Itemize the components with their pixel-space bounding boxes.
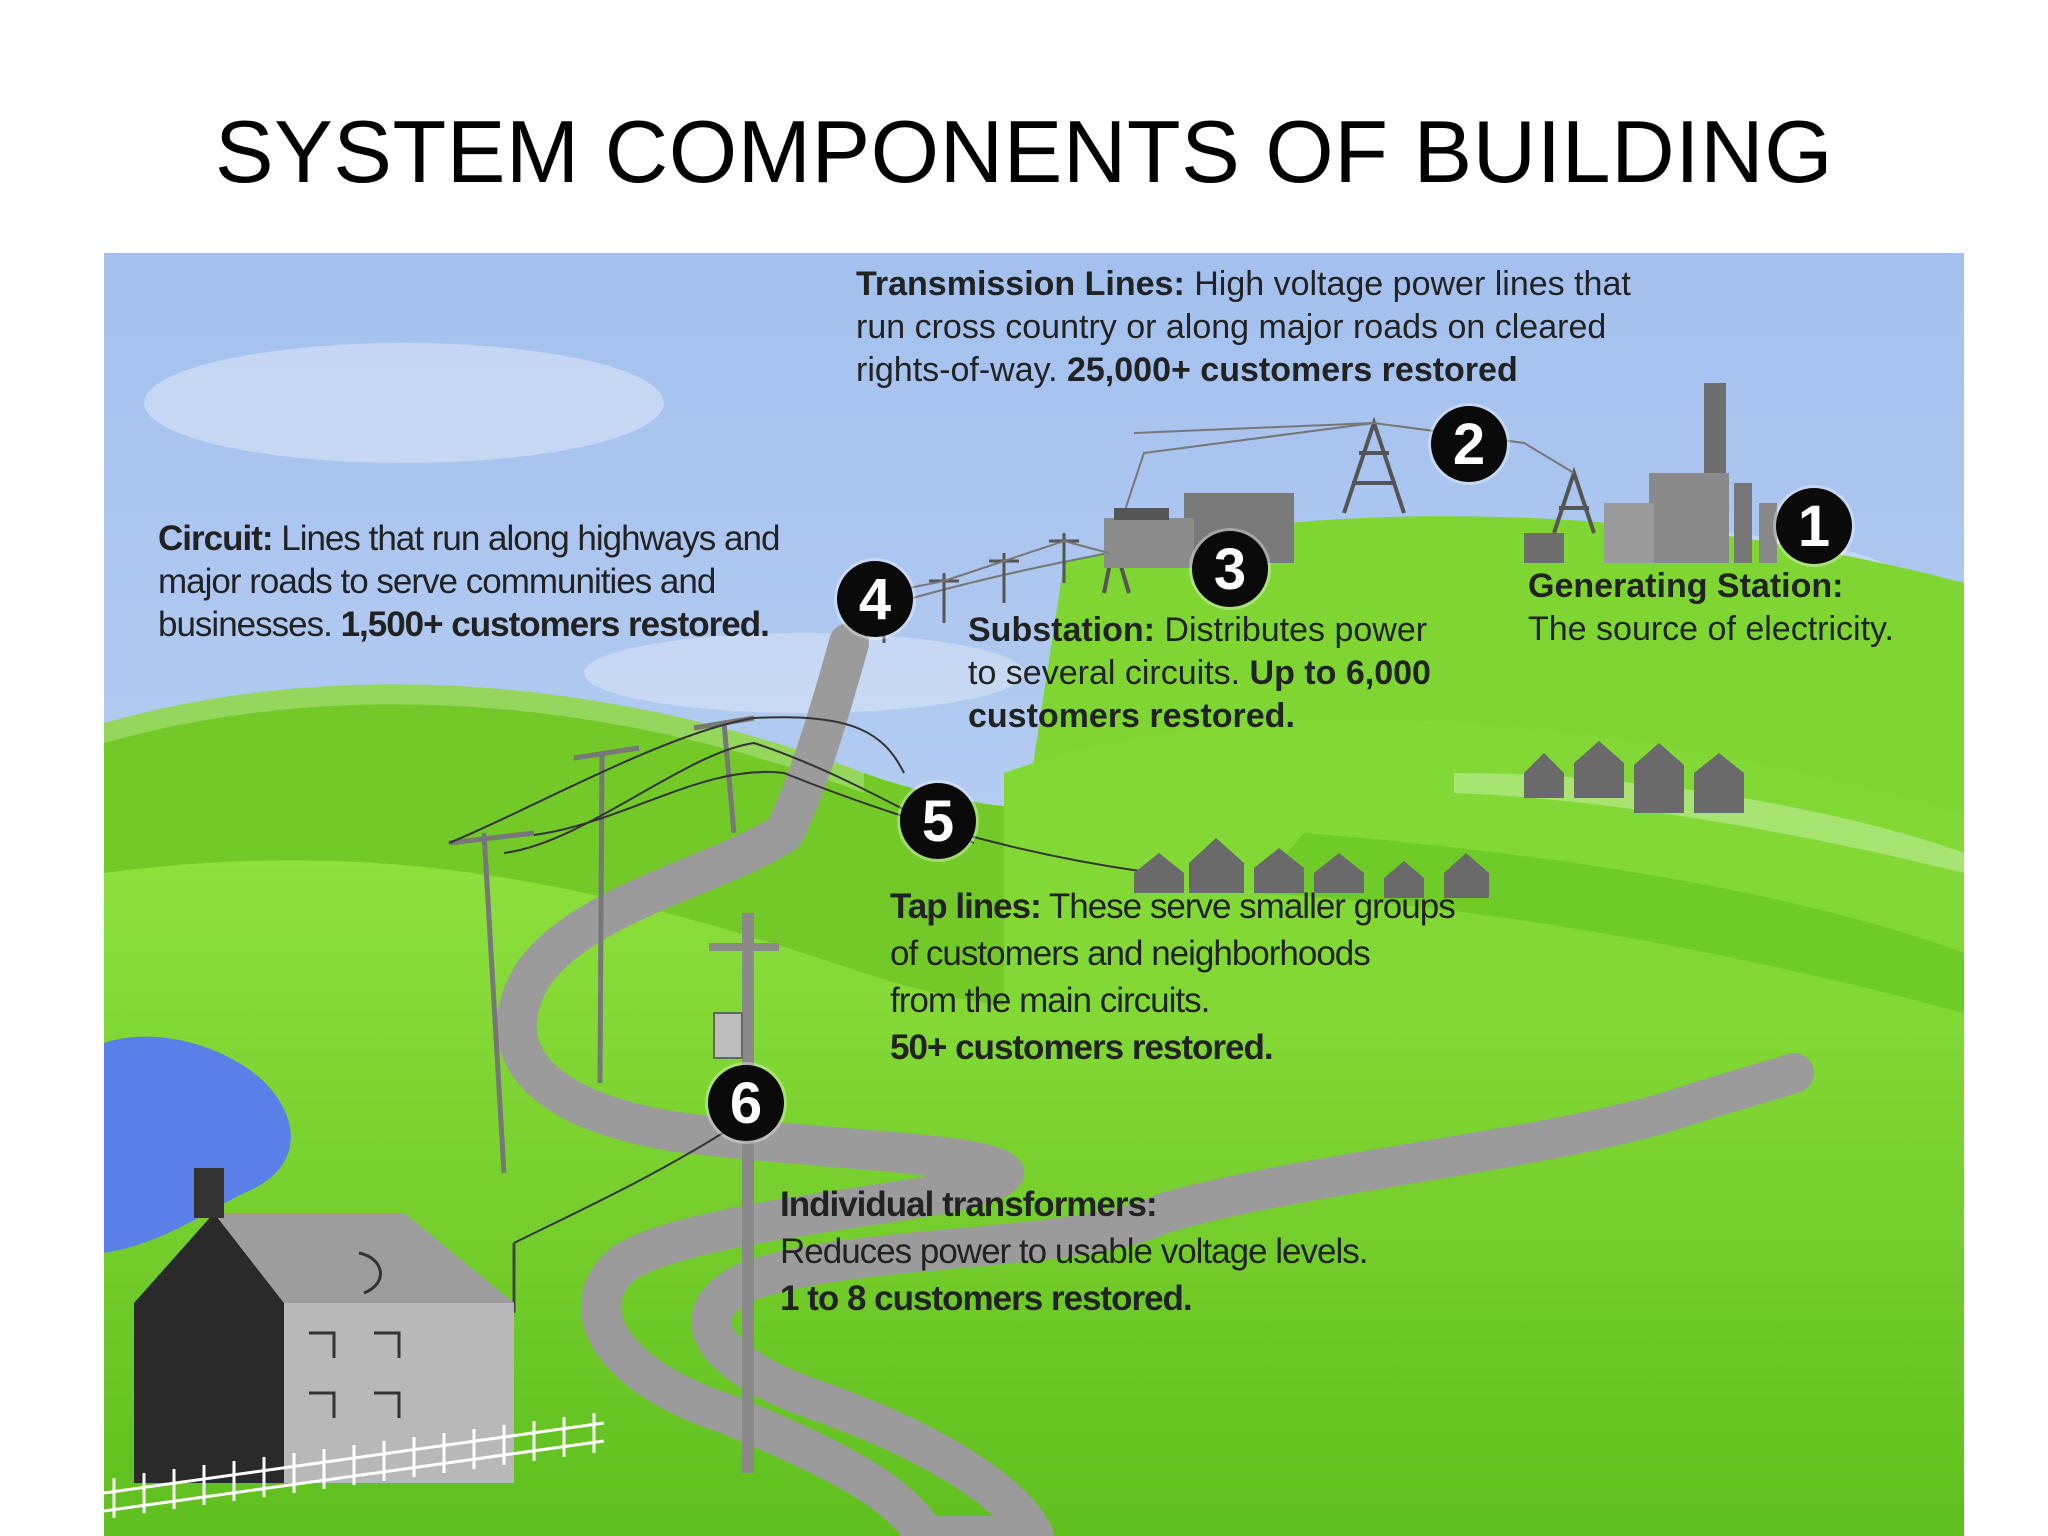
heading-transmission-lines: Transmission Lines:	[856, 265, 1185, 303]
label-circuit: Circuit: Lines that run along highways a…	[158, 517, 780, 646]
highlight-tap-lines: 50+ customers restored.	[890, 1028, 1274, 1067]
text-substation-2: to several circuits.	[968, 654, 1250, 692]
text-tap-lines-2: of customers and neighborhoods	[890, 934, 1371, 973]
highlight-substation-2: customers restored.	[968, 697, 1295, 735]
text-circuit-1: Lines that run along highways and	[272, 519, 780, 558]
fence-icon	[104, 1413, 605, 1518]
text-transmission-lines-2: run cross country or along major roads o…	[856, 308, 1607, 346]
badge-transmission-lines: 2	[1431, 406, 1507, 482]
landscape-illustration	[104, 253, 1964, 1536]
text-substation-1: Distributes power	[1154, 611, 1428, 649]
text-generating-station: The source of electricity.	[1528, 610, 1894, 648]
highlight-individual-transformers: 1 to 8 customers restored.	[780, 1279, 1193, 1318]
text-transmission-lines-3: rights-of-way.	[856, 351, 1067, 389]
text-circuit-2: major roads to serve communities and	[158, 562, 716, 601]
power-system-diagram: 1 2 3 4 5 6 Generating Station: The sour…	[104, 253, 1964, 1536]
heading-substation: Substation:	[968, 611, 1155, 649]
text-tap-lines-1: These serve smaller groups	[1040, 887, 1456, 926]
text-tap-lines-3: from the main circuits.	[890, 981, 1210, 1020]
text-circuit-3: businesses.	[158, 605, 341, 644]
label-tap-lines: Tap lines: These serve smaller groups of…	[890, 883, 1456, 1071]
heading-generating-station: Generating Station:	[1528, 567, 1844, 605]
heading-circuit: Circuit:	[158, 519, 273, 558]
road	[496, 623, 1814, 1536]
badge-generating-station: 1	[1776, 488, 1852, 564]
highlight-transmission-lines: 25,000+ customers restored	[1066, 351, 1518, 389]
label-individual-transformers: Individual transformers: Reduces power t…	[780, 1181, 1368, 1322]
generating-station-icon	[1524, 383, 1777, 563]
badge-individual-transformers: 6	[708, 1065, 784, 1141]
house-icon	[134, 1168, 514, 1483]
heading-individual-transformers: Individual transformers:	[780, 1185, 1158, 1224]
text-transmission-lines-1: High voltage power lines that	[1184, 265, 1631, 303]
label-generating-station: Generating Station: The source of electr…	[1528, 565, 1894, 651]
foreground-field	[104, 860, 1964, 1536]
label-substation: Substation: Distributes power to several…	[968, 609, 1431, 738]
substation-icon	[1104, 493, 1294, 568]
neighborhood-houses-icon	[1134, 741, 1744, 898]
page-title: SYSTEM COMPONENTS OF BUILDING	[214, 102, 1834, 201]
label-transmission-lines: Transmission Lines: High voltage power l…	[856, 263, 1631, 392]
tap-line-poles-icon	[448, 715, 1155, 1174]
heading-tap-lines: Tap lines:	[890, 887, 1042, 926]
transformer-pole-icon	[512, 913, 779, 1473]
badge-tap-lines: 5	[900, 783, 976, 859]
badge-circuit: 4	[837, 561, 913, 637]
badge-substation: 3	[1192, 531, 1268, 607]
text-individual-transformers: Reduces power to usable voltage levels.	[780, 1232, 1368, 1271]
highlight-circuit: 1,500+ customers restored.	[340, 605, 770, 644]
highlight-substation: Up to 6,000	[1249, 654, 1431, 692]
lake	[104, 1036, 291, 1253]
